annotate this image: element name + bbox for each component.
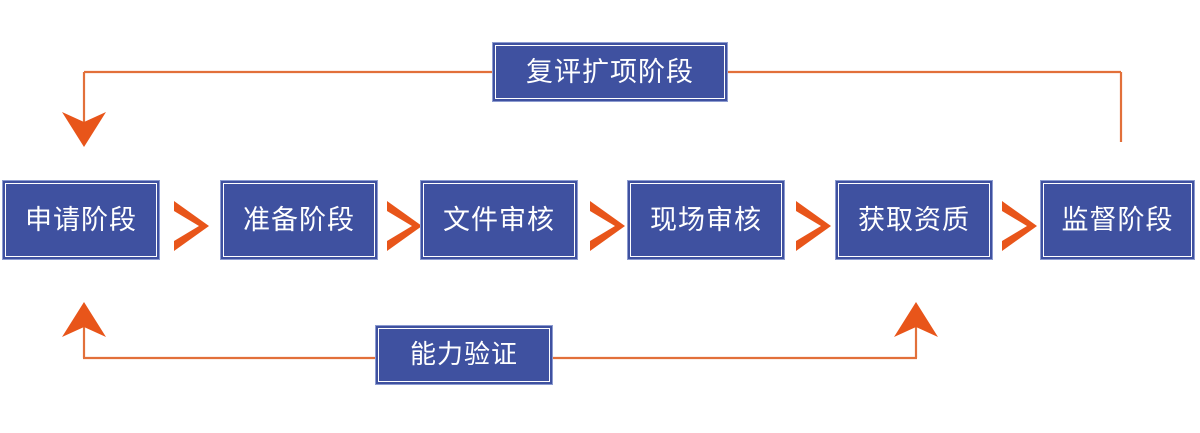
node-preparation-stage[interactable]: 准备阶段 bbox=[220, 180, 378, 260]
node-preparation-stage-label: 准备阶段 bbox=[243, 204, 355, 236]
chevron-right-icon-2 bbox=[387, 201, 422, 251]
node-application-stage[interactable]: 申请阶段 bbox=[2, 180, 160, 260]
node-document-review-label: 文件审核 bbox=[443, 204, 555, 236]
chevron-right-icon-4 bbox=[796, 201, 831, 251]
arrowhead-down-icon bbox=[62, 112, 106, 147]
node-document-review[interactable]: 文件审核 bbox=[420, 180, 578, 260]
node-onsite-review[interactable]: 现场审核 bbox=[627, 180, 785, 260]
node-application-stage-label: 申请阶段 bbox=[25, 204, 137, 236]
chevron-right-icon-5 bbox=[1002, 201, 1037, 251]
node-recert-stage-label: 复评扩项阶段 bbox=[526, 56, 694, 88]
chevron-right-icon-3 bbox=[590, 201, 625, 251]
node-supervision-stage-label: 监督阶段 bbox=[1061, 204, 1174, 236]
chevron-right-icon-1 bbox=[174, 201, 209, 251]
node-supervision-stage[interactable]: 监督阶段 bbox=[1040, 180, 1195, 260]
node-proficiency-testing-label: 能力验证 bbox=[409, 340, 518, 370]
arrowhead-up-left-icon bbox=[62, 302, 106, 337]
node-recert-stage[interactable]: 复评扩项阶段 bbox=[492, 42, 728, 102]
node-obtain-qualification[interactable]: 获取资质 bbox=[835, 180, 993, 260]
node-onsite-review-label: 现场审核 bbox=[650, 204, 762, 236]
node-obtain-qualification-label: 获取资质 bbox=[858, 204, 970, 236]
arrowhead-up-right-icon bbox=[894, 302, 938, 337]
node-proficiency-testing[interactable]: 能力验证 bbox=[375, 325, 553, 385]
